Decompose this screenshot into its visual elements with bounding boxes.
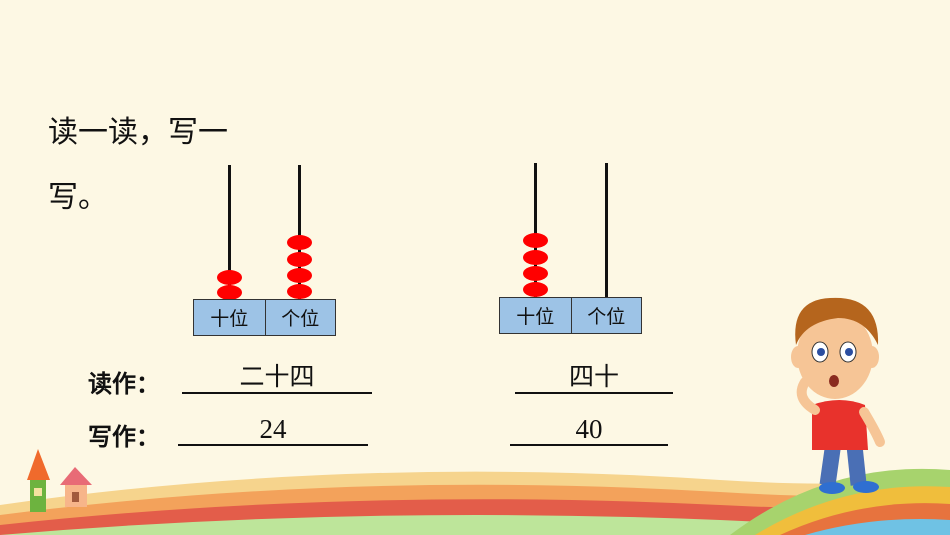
place-value-table-left: 十位 个位 [193, 299, 336, 336]
bead [287, 252, 312, 267]
bead [217, 285, 242, 300]
right-read-answer: 四十 [515, 362, 673, 394]
bead [523, 282, 548, 297]
right-write-answer: 40 [510, 414, 668, 446]
place-value-table-right: 十位 个位 [499, 297, 642, 334]
bead [287, 268, 312, 283]
left-read-answer: 二十四 [182, 362, 372, 394]
bead [287, 284, 312, 299]
abacus-left-ones-rod [298, 165, 301, 299]
left-write-answer: 24 [178, 414, 368, 446]
instruction-line-1: 读一读，写一 [48, 115, 228, 150]
cottage-icon [60, 467, 92, 507]
abacus-left-tens-rod [228, 165, 231, 299]
ones-place-label: 个位 [264, 300, 336, 335]
abacus-right-ones-rod [605, 163, 608, 297]
bead [523, 250, 548, 265]
abacus-right-tens-rod [534, 163, 537, 297]
bead [217, 270, 242, 285]
read-as-label: 读作： [88, 369, 160, 398]
tower-house-icon [27, 449, 50, 512]
instruction-line-2: 写。 [48, 180, 108, 215]
bead [523, 233, 548, 248]
boy-character-illustration [791, 297, 885, 494]
bead [287, 235, 312, 250]
ones-place-label: 个位 [570, 298, 642, 333]
tens-place-label: 十位 [516, 306, 555, 328]
bead [523, 266, 548, 281]
tens-place-label: 十位 [210, 308, 249, 330]
write-as-label: 写作： [88, 422, 160, 451]
